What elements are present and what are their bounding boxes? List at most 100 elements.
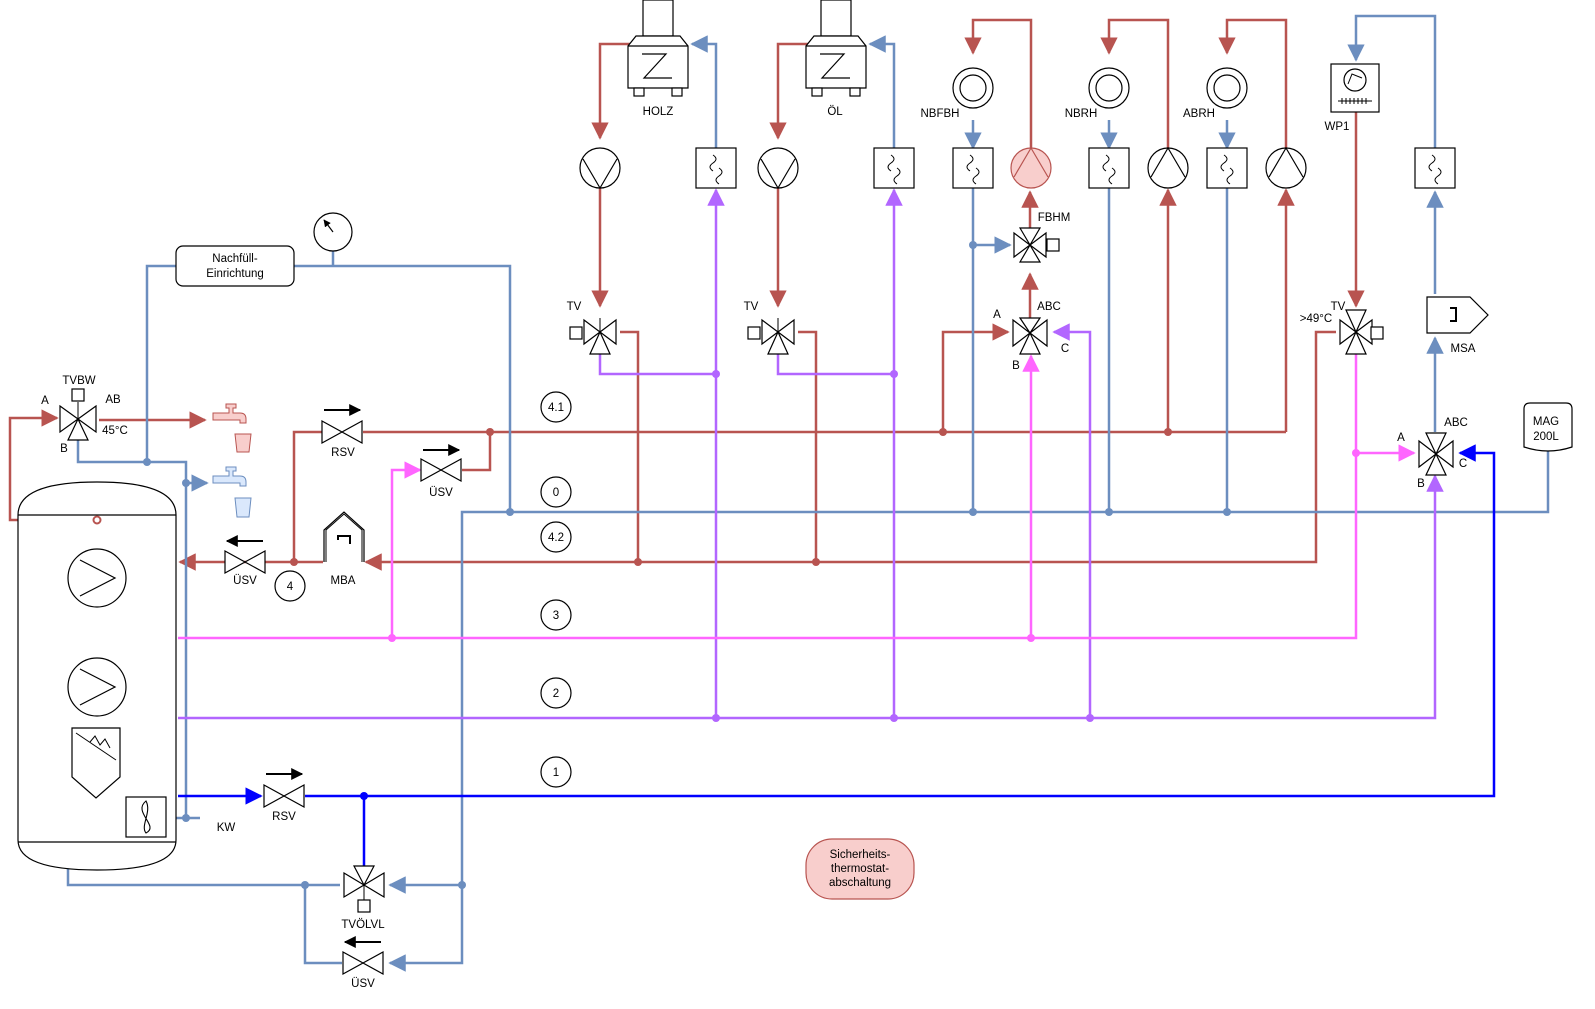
line-marker-2: 2: [540, 677, 572, 709]
pump-fbh-icon: [1010, 146, 1052, 189]
label-45c: 45°C: [102, 425, 128, 437]
hot-pipes: [8, 18, 1365, 571]
label-b-tvbw: B: [60, 443, 68, 455]
label-msa: MSA: [1451, 343, 1476, 355]
three-way-valve-fbhm: [1013, 227, 1060, 263]
flow-meter-icon: [695, 147, 737, 189]
svg-text:1: 1: [553, 767, 559, 779]
flow-meter-icon: [952, 147, 994, 189]
svg-text:abschaltung: abschaltung: [829, 877, 891, 889]
label-a-wp: A: [1397, 432, 1405, 444]
hot-water-tap-icon: [212, 403, 252, 453]
blue-pipes: [178, 444, 1496, 866]
svg-text:4.1: 4.1: [548, 402, 564, 414]
label-c-fbh: C: [1061, 343, 1069, 355]
label-gt49: >49°C: [1300, 313, 1332, 325]
heat-exchanger-upper-icon: [67, 548, 127, 608]
three-way-valve-abc-fbh: [1012, 317, 1048, 355]
heating-circuit-nbfbh-icon: [952, 67, 994, 109]
check-valve-rsv-upper: [321, 404, 363, 445]
violet-pipes: [178, 188, 1444, 720]
membrane-safety-valve-mba: [323, 511, 365, 562]
line-marker-3: 3: [540, 599, 572, 631]
three-way-valve-abc-wp: [1418, 432, 1454, 476]
label-mag-2: 200L: [1533, 431, 1559, 443]
label-refill-1: Nachfüll-: [212, 253, 258, 265]
three-way-valve-tvbw: [59, 388, 97, 441]
label-tvolvl: TVÖLVL: [341, 919, 385, 931]
boiler-oel: [805, 0, 867, 97]
label-mag-1: MAG: [1533, 416, 1559, 428]
heating-circuit-abrh-icon: [1206, 67, 1248, 109]
storage-tank: [17, 481, 177, 871]
note-safety-thermostat: Sicherheits- thermostat- abschaltung: [805, 838, 915, 900]
three-way-valve-tvolvl: [343, 865, 385, 913]
line-marker-1: 1: [540, 756, 572, 788]
label-tv-holz: TV: [567, 301, 582, 313]
svg-text:2: 2: [553, 688, 559, 700]
label-rsv-lower: RSV: [272, 811, 296, 823]
label-nbfbh: NBFBH: [921, 108, 960, 120]
pump-holz-icon: [579, 147, 621, 190]
line-marker-4-1: 4.1: [540, 391, 572, 423]
line-marker-0: 0: [540, 476, 572, 508]
line-marker-4-2: 4.2: [540, 521, 572, 553]
heat-exchanger-lower-icon: [67, 657, 127, 717]
label-fbhm: FBHM: [1038, 212, 1071, 224]
flow-meter-icon: [873, 147, 915, 189]
cold-pipes: [66, 14, 1550, 972]
label-ab-tvbw: AB: [105, 394, 121, 406]
label-mba: MBA: [331, 575, 356, 587]
membrane-safety-valve-msa: [1426, 296, 1489, 334]
label-abc-fbh: ABC: [1037, 301, 1061, 313]
expansion-vessel-mag: MAG 200L: [1523, 402, 1573, 452]
three-way-valve-tv-holz: [569, 318, 617, 355]
overflow-valve-usv-upper: [420, 444, 462, 483]
pump-abrh-icon: [1265, 146, 1307, 189]
heating-circuit-nbrh-icon: [1088, 67, 1130, 109]
electric-heater-icon: [71, 727, 121, 799]
label-abrh: ABRH: [1183, 108, 1215, 120]
label-nbrh: NBRH: [1065, 108, 1098, 120]
label-kw: KW: [217, 822, 236, 834]
overflow-valve-usv-left: [224, 535, 266, 575]
svg-text:4.2: 4.2: [548, 532, 564, 544]
three-way-valve-tv-wp: [1339, 309, 1384, 355]
label-rsv-upper: RSV: [331, 447, 355, 459]
flow-meter-icon: [1088, 147, 1130, 189]
overflow-valve-usv-bottom: [342, 936, 384, 976]
label-oel: ÖL: [827, 106, 843, 118]
flow-meter-icon: [1206, 147, 1248, 189]
boiler-holz: [627, 0, 689, 97]
label-tvbw: TVBW: [62, 375, 95, 387]
label-tv-wp: TV: [1331, 301, 1346, 313]
label-usv-upper: ÜSV: [429, 487, 453, 499]
label-holz: HOLZ: [643, 106, 674, 118]
label-usv-bottom: ÜSV: [351, 978, 375, 990]
svg-text:Sicherheits-: Sicherheits-: [830, 849, 891, 861]
label-wp1: WP1: [1325, 121, 1350, 133]
line-marker-4: 4: [274, 570, 306, 602]
label-a-fbh: A: [993, 309, 1001, 321]
label-b-wp: B: [1417, 478, 1425, 490]
flow-meter-icon: [1414, 147, 1456, 189]
svg-text:4: 4: [287, 581, 294, 593]
check-valve-rsv-lower: [263, 768, 305, 809]
label-tv-oel: TV: [744, 301, 759, 313]
pump-nbrh-icon: [1147, 146, 1189, 189]
label-abc-wp: ABC: [1444, 417, 1468, 429]
label-b-fbh: B: [1012, 360, 1020, 372]
svg-text:thermostat-: thermostat-: [831, 863, 889, 875]
label-refill-2: Einrichtung: [206, 268, 264, 280]
pump-oel-icon: [757, 147, 799, 190]
label-usv-left: ÜSV: [233, 575, 257, 587]
junction-dots: [143, 241, 1360, 889]
svg-text:0: 0: [553, 487, 559, 499]
label-a-tvbw: A: [41, 395, 49, 407]
refill-unit: Nachfüll- Einrichtung: [175, 245, 295, 287]
cold-water-tap-icon: [212, 466, 252, 518]
pressure-gauge-icon: [313, 212, 353, 252]
fan-sensor-icon: [125, 796, 167, 838]
svg-text:3: 3: [553, 610, 559, 622]
